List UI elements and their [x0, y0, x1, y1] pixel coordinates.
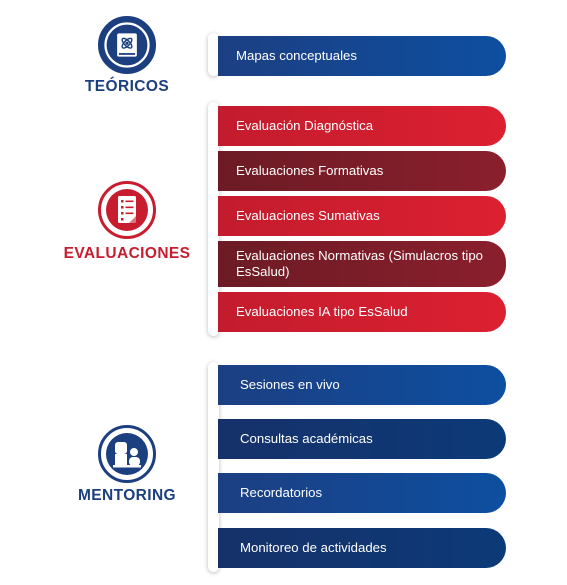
item-consultas-academicas[interactable]: Consultas académicas — [218, 419, 506, 459]
item-label: Monitoreo de actividades — [240, 540, 387, 555]
item-mapas-conceptuales[interactable]: Mapas conceptuales — [218, 36, 506, 76]
item-evaluacion-diagnostica[interactable]: Evaluación Diagnóstica — [218, 106, 506, 146]
mentor-people-icon — [98, 425, 156, 483]
item-recordatorios[interactable]: Recordatorios — [218, 473, 506, 513]
item-evaluaciones-sumativas[interactable]: Evaluaciones Sumativas — [218, 196, 506, 236]
item-sesiones-en-vivo[interactable]: Sesiones en vivo — [218, 365, 506, 405]
section-title: EVALUACIONES — [63, 245, 191, 262]
item-label: Consultas académicas — [240, 431, 373, 446]
item-evaluaciones-normativas[interactable]: Evaluaciones Normativas (Simulacros tipo… — [218, 241, 506, 287]
item-evaluaciones-ia[interactable]: Evaluaciones IA tipo EsSalud — [218, 292, 506, 332]
item-label: Evaluaciones IA tipo EsSalud — [236, 304, 408, 319]
bracket — [208, 33, 219, 76]
section-title: TEÓRICOS — [84, 78, 170, 95]
item-monitoreo-de-actividades[interactable]: Monitoreo de actividades — [218, 528, 506, 568]
item-evaluaciones-formativas[interactable]: Evaluaciones Formativas — [218, 151, 506, 191]
item-label: Evaluaciones Normativas (Simulacros tipo… — [236, 248, 483, 279]
item-label: Evaluación Diagnóstica — [236, 118, 374, 133]
section-title: MENTORING — [77, 487, 177, 504]
item-label: Mapas conceptuales — [236, 48, 357, 63]
item-label: Evaluaciones Sumativas — [236, 208, 380, 223]
book-atom-icon — [98, 16, 156, 74]
item-label: Evaluaciones Formativas — [236, 163, 384, 178]
item-label: Recordatorios — [240, 485, 323, 500]
bracket — [208, 362, 219, 572]
clipboard-checklist-icon — [98, 181, 156, 239]
item-label: Sesiones en vivo — [240, 377, 340, 392]
bracket — [208, 102, 219, 336]
